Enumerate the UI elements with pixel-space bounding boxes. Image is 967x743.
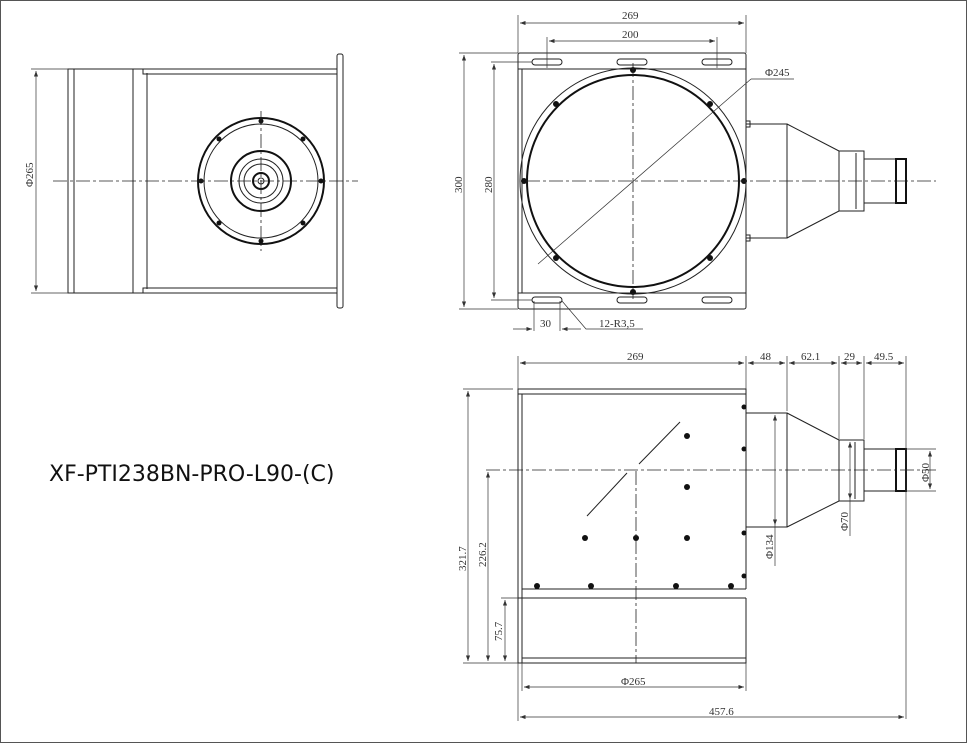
side-view: Φ265 <box>24 53 358 309</box>
base-dia-label: Φ265 <box>621 676 646 688</box>
front-height-label: 300 <box>453 176 465 193</box>
seg2-label: 62.1 <box>801 351 820 363</box>
total-length-label: 457.6 <box>709 706 734 718</box>
ring-dia-label: Φ245 <box>765 67 790 79</box>
model-title: XF-PTI238BN-PRO-L90-(C) <box>49 462 334 487</box>
base-height-label: 75.7 <box>493 621 505 641</box>
total-height-label: 321.7 <box>457 546 469 571</box>
front-width-label: 269 <box>622 10 639 22</box>
seg1-label: 48 <box>760 351 772 363</box>
d50-label: Φ50 <box>920 462 932 482</box>
slot-spec-label: 12-R3,5 <box>599 318 635 330</box>
d134-label: Φ134 <box>764 534 776 559</box>
front-view: Φ245 269 200 300 280 30 12-R3,5 <box>453 10 936 332</box>
top-view: 269 48 62.1 29 49.5 321.7 226.2 75.7 Φ26… <box>457 351 936 721</box>
axis-height-label: 226.2 <box>477 542 489 567</box>
side-dia-label: Φ265 <box>24 162 36 187</box>
d70-label: Φ70 <box>839 511 851 531</box>
body-width-label: 269 <box>627 351 644 363</box>
seg4-label: 49.5 <box>874 351 894 363</box>
inner-height-label: 280 <box>483 176 495 193</box>
seg3-label: 29 <box>844 351 856 363</box>
slot-length-label: 30 <box>540 318 552 330</box>
slot-span-label: 200 <box>622 29 639 41</box>
